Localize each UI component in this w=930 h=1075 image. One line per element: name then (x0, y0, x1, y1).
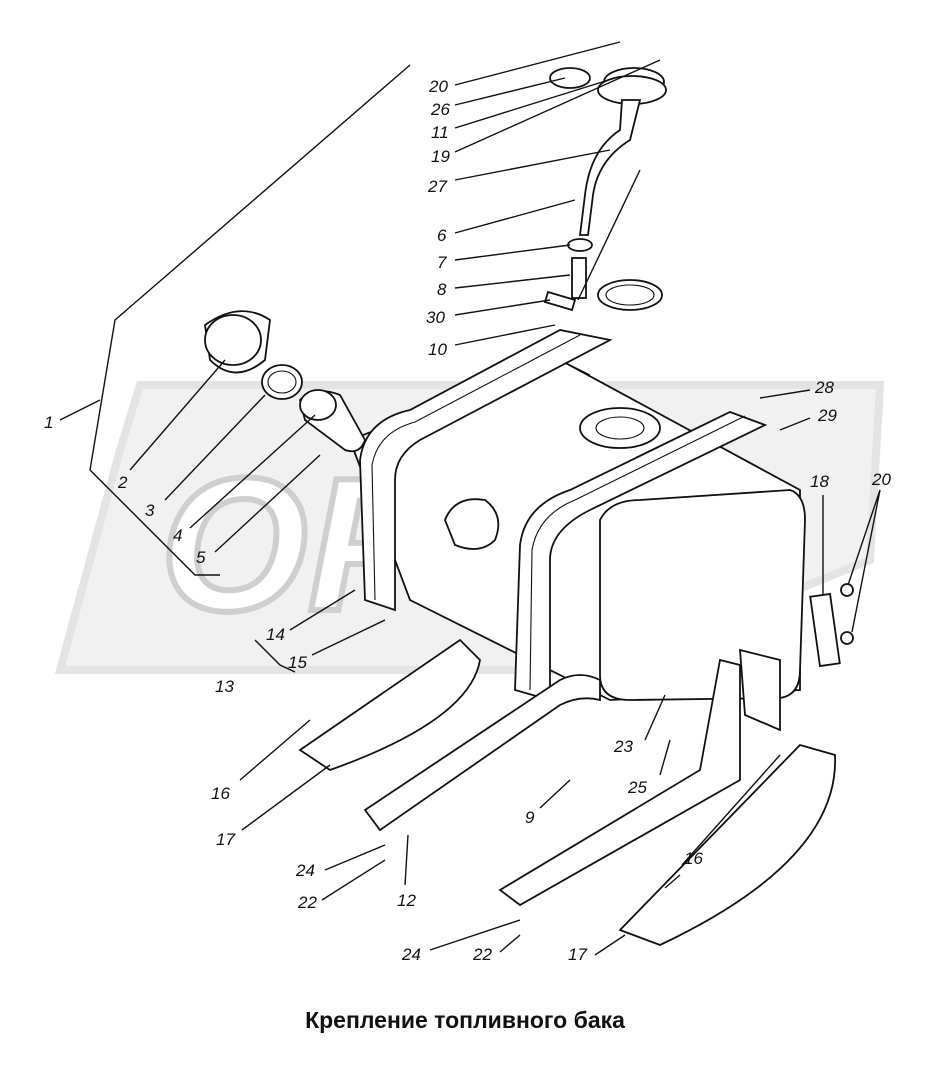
callout-2: 2 (118, 473, 128, 492)
callout-25: 25 (628, 778, 647, 797)
callout-27: 27 (428, 177, 447, 196)
callout-30: 30 (426, 308, 445, 327)
callout-3: 3 (145, 501, 155, 520)
callout-18: 18 (810, 472, 829, 491)
callout-26: 26 (431, 100, 450, 119)
callout-19: 19 (431, 147, 450, 166)
plate-18 (809, 592, 841, 668)
callout-10: 10 (428, 340, 447, 359)
callout-17-right: 17 (568, 945, 587, 964)
callout-23: 23 (614, 737, 633, 756)
filler-neck-parts (204, 310, 500, 550)
callout-12: 12 (397, 891, 416, 910)
callout-20-top: 20 (429, 77, 448, 96)
callout-24-left: 24 (296, 861, 315, 880)
callout-9: 9 (525, 808, 535, 827)
callout-16-left: 16 (211, 784, 230, 803)
lower-brackets (298, 638, 836, 946)
callout-1: 1 (44, 413, 54, 432)
callout-29: 29 (818, 406, 837, 425)
figure-caption: Крепление топливного бака (305, 1007, 625, 1033)
callout-8: 8 (437, 280, 447, 299)
callout-14: 14 (266, 625, 285, 644)
callout-15: 15 (288, 653, 307, 672)
leader-lines (59, 41, 881, 956)
callout-28: 28 (815, 378, 834, 397)
callout-22-left: 22 (298, 893, 317, 912)
callout-6: 6 (437, 226, 447, 245)
callout-16-right: 16 (684, 849, 703, 868)
callout-11: 11 (431, 123, 449, 142)
callout-4: 4 (173, 526, 183, 545)
callout-7: 7 (437, 253, 447, 272)
callout-20-right: 20 (872, 470, 891, 489)
callout-13: 13 (215, 677, 234, 696)
callout-24-bottom: 24 (402, 945, 421, 964)
callout-17-left: 17 (216, 830, 235, 849)
callout-22-bottom: 22 (473, 945, 492, 964)
callout-5: 5 (196, 548, 206, 567)
fuel-sender (543, 67, 667, 312)
